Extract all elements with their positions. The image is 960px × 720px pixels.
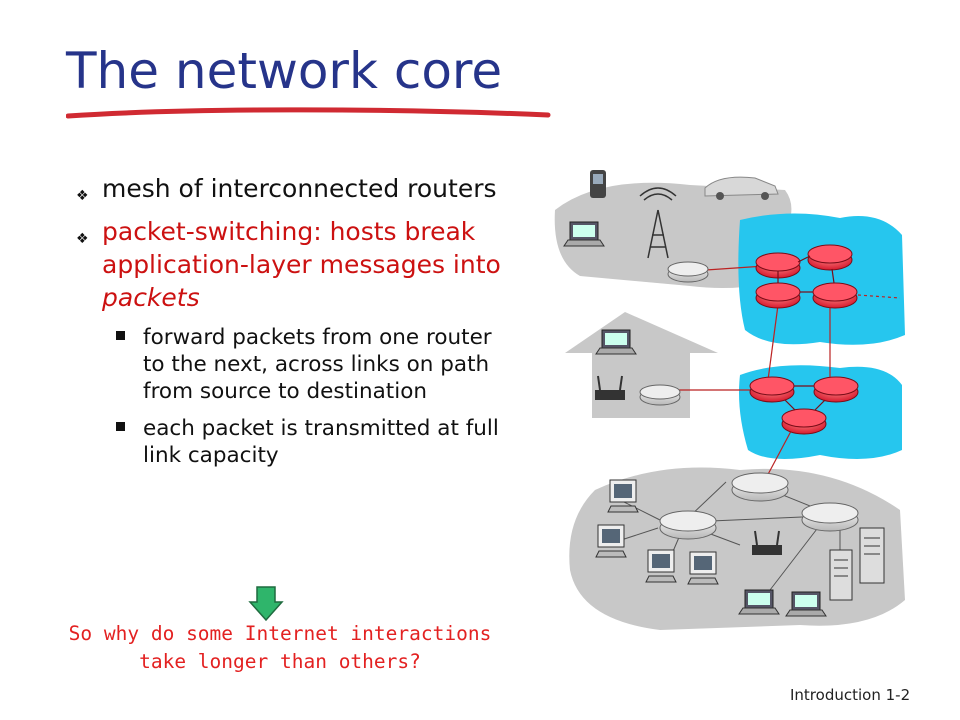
router-icon <box>749 376 795 403</box>
square-bullet-icon <box>116 422 125 431</box>
footer-page: 1-2 <box>885 686 911 704</box>
bullet-packet-switching: ❖ packet-switching: hosts break applicat… <box>76 215 506 314</box>
laptop-icon <box>595 329 637 355</box>
question-line: So why do some Internet interactions <box>68 622 492 645</box>
router-icon <box>667 261 709 283</box>
sub-bullet-capacity: each packet is transmitted at full link … <box>116 415 506 469</box>
bullet-list: ❖ mesh of interconnected routers ❖ packe… <box>76 172 506 479</box>
sub-bullet-text: each packet is transmitted at full link … <box>143 416 499 468</box>
network-diagram <box>554 170 905 630</box>
server-icon <box>829 549 853 601</box>
desktop-icon <box>687 551 719 585</box>
home-network-region <box>565 312 718 418</box>
router-icon <box>812 282 858 309</box>
slide-footer: Introduction 1-2 <box>790 686 910 704</box>
mobile-network-region <box>554 182 792 288</box>
question-line: take longer than others? <box>139 650 421 673</box>
bullet-mesh: ❖ mesh of interconnected routers <box>76 172 506 205</box>
core-routers <box>749 244 859 435</box>
laptop-icon <box>738 589 780 615</box>
wifi-router-icon <box>752 530 782 555</box>
server-icon <box>859 527 885 584</box>
phone-icon <box>590 170 606 198</box>
footer-section: Introduction <box>790 686 881 704</box>
router-icon <box>801 502 859 532</box>
router-icon <box>731 472 789 502</box>
diamond-bullet-icon: ❖ <box>76 231 89 247</box>
router-icon <box>659 510 717 540</box>
router-icon <box>755 252 801 279</box>
router-icon <box>755 282 801 309</box>
router-icon <box>639 384 681 406</box>
isp-cloud-top <box>738 213 905 345</box>
desktop-icon <box>645 549 677 583</box>
square-bullet-icon <box>116 331 125 340</box>
diamond-bullet-icon: ❖ <box>76 188 89 204</box>
title-underline <box>66 107 551 119</box>
bullet-emphasis: packets <box>102 283 200 312</box>
router-icon <box>813 376 859 403</box>
laptop-icon <box>785 591 827 617</box>
car-icon <box>704 176 779 200</box>
router-icon <box>781 408 827 435</box>
cell-tower-icon <box>639 187 677 259</box>
desktop-icon <box>607 479 639 513</box>
page-title: The network core <box>66 42 503 100</box>
router-icon <box>807 244 853 271</box>
bullet-text: packet-switching: hosts break applicatio… <box>102 217 501 279</box>
down-arrow-icon <box>248 586 284 622</box>
sub-bullet-forward: forward packets from one router to the n… <box>116 324 506 405</box>
sub-bullet-text: forward packets from one router to the n… <box>143 325 492 404</box>
question-text: So why do some Internet interactions tak… <box>30 620 530 676</box>
desktop-icon <box>595 524 627 558</box>
wifi-router-icon <box>595 375 625 400</box>
bullet-text: mesh of interconnected routers <box>102 174 497 203</box>
laptop-icon <box>563 221 605 247</box>
